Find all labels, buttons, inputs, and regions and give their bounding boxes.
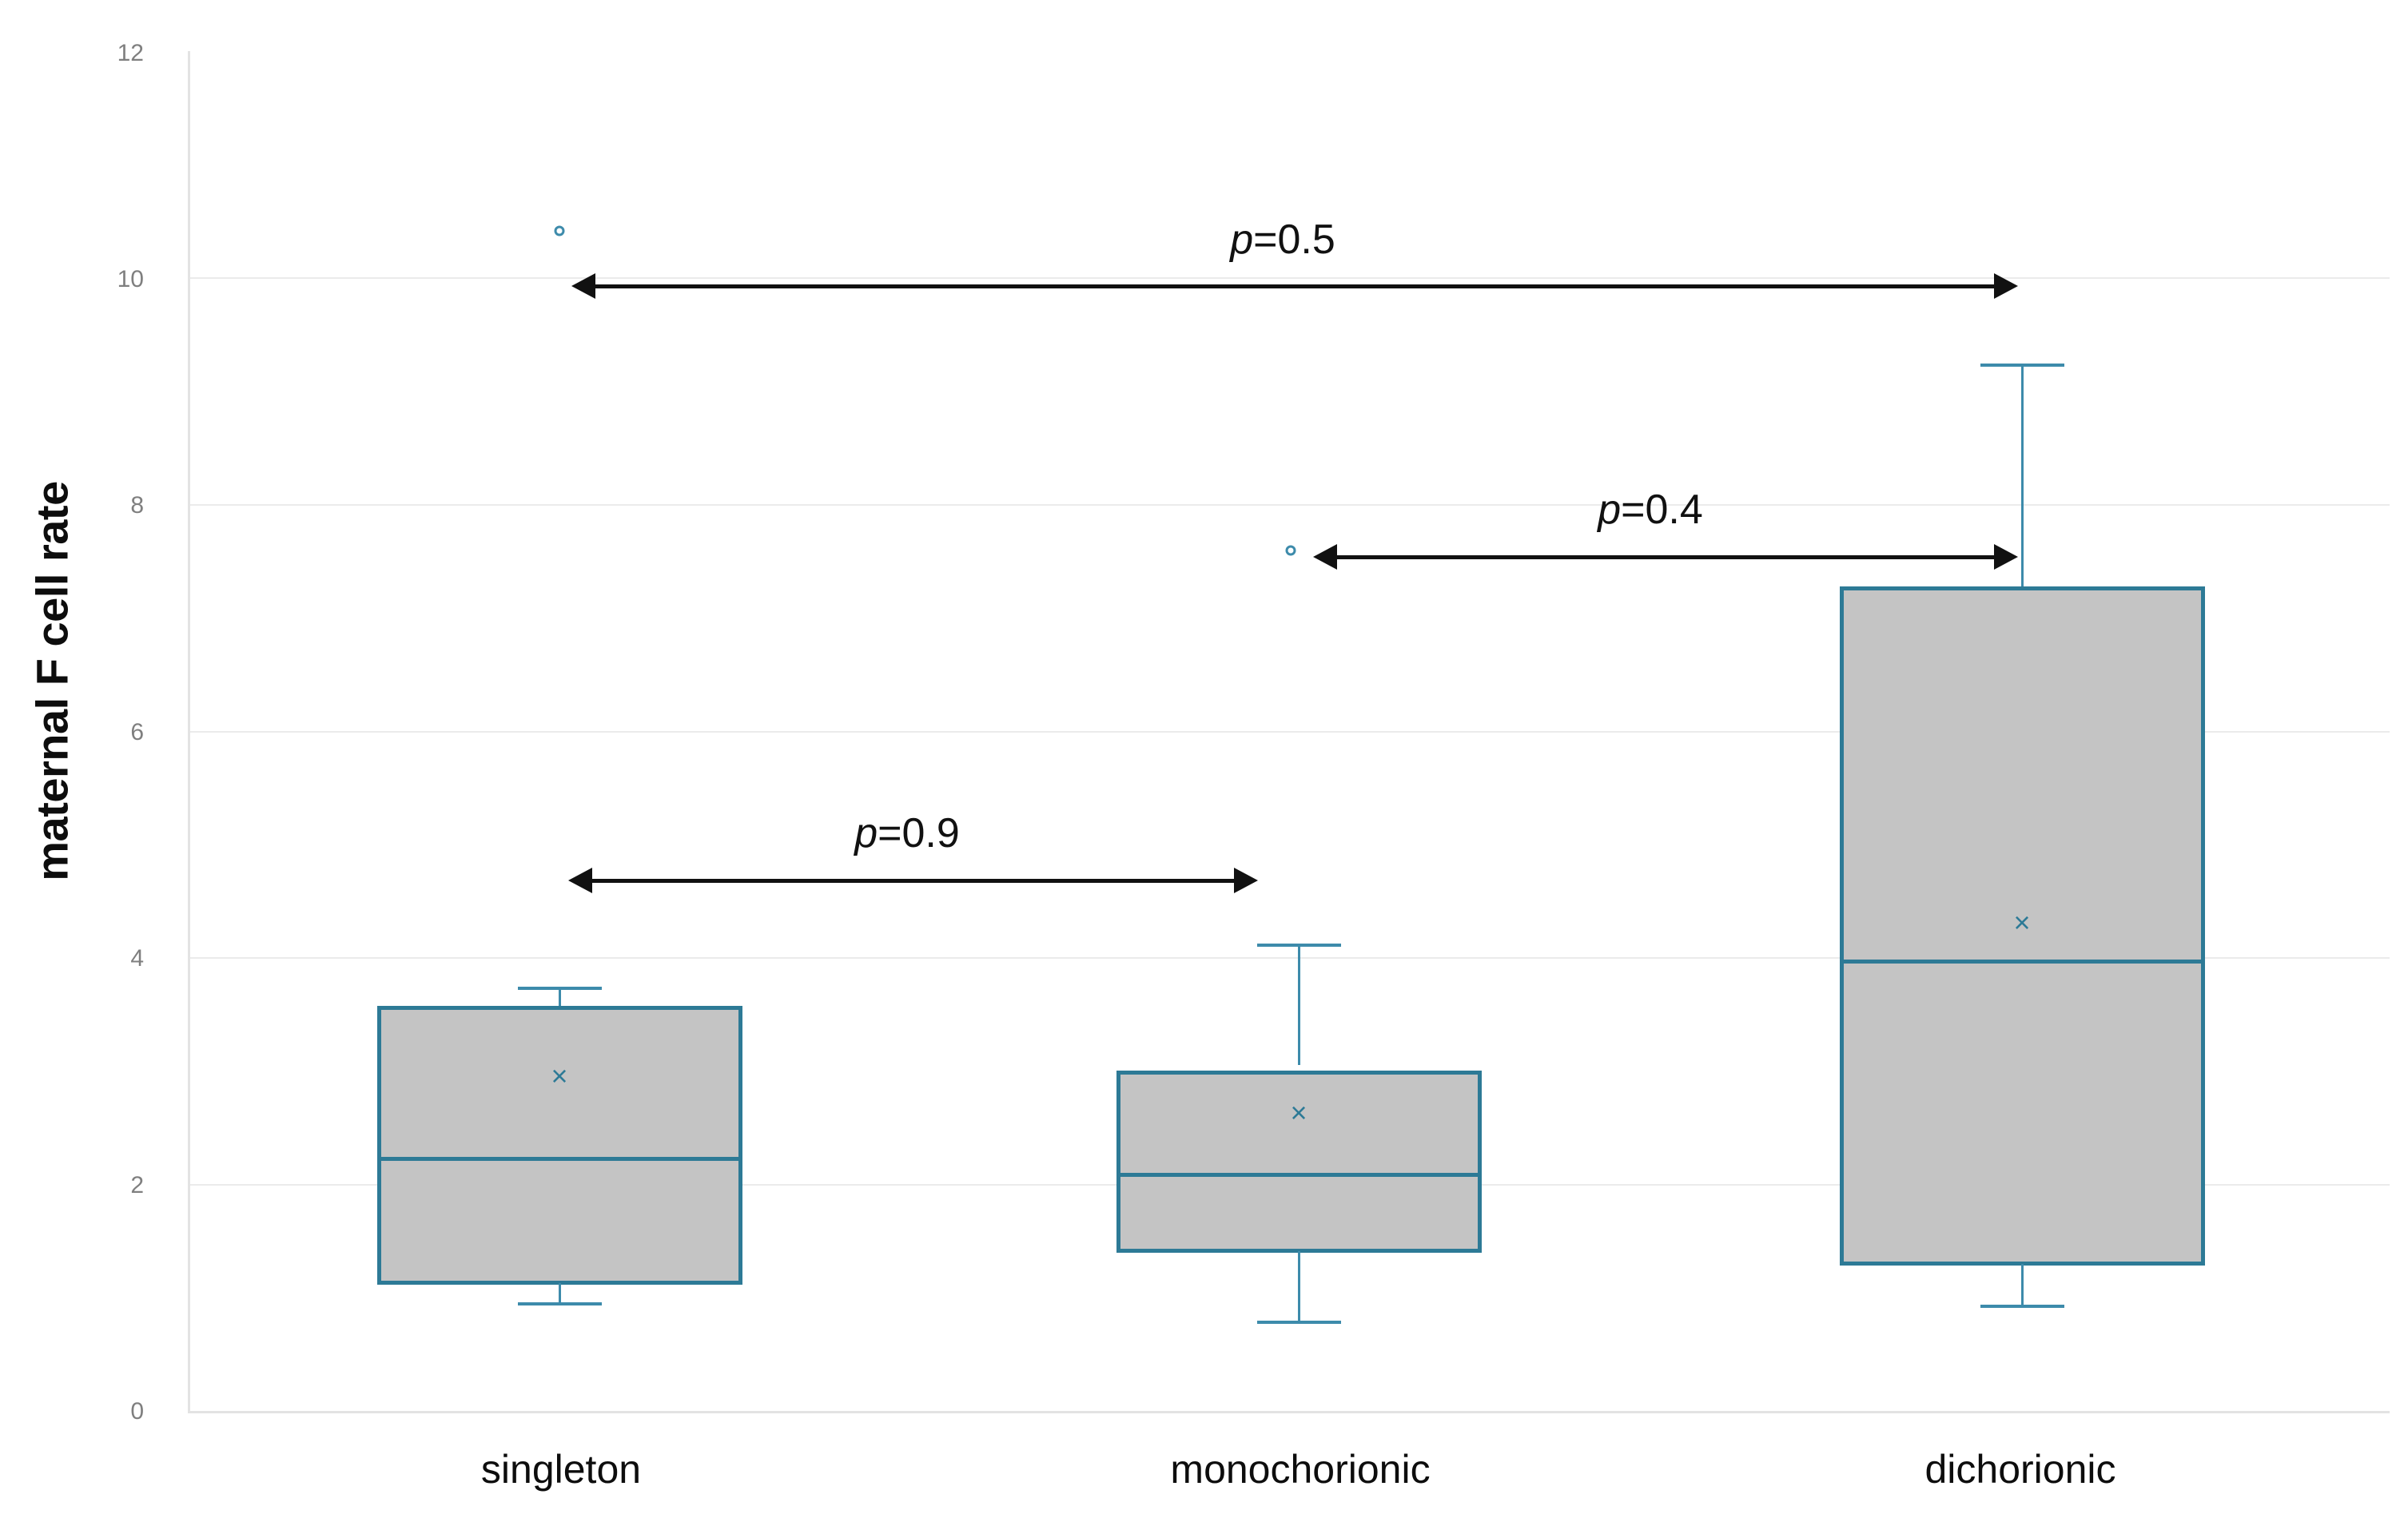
gridline-10 xyxy=(188,277,2390,279)
median-line-monochorionic xyxy=(1116,1173,1482,1177)
mean-marker-singleton: × xyxy=(551,1059,568,1092)
box-edge-top-dichorionic xyxy=(1840,586,2205,590)
median-line-dichorionic xyxy=(1840,960,2205,964)
y-tick-label-0: 0 xyxy=(130,1398,144,1425)
sig-bar-p09 xyxy=(576,879,1242,883)
x-category-label-singleton: singleton xyxy=(480,1447,642,1492)
whisker-cap-lower-singleton xyxy=(518,1302,602,1305)
sig-arrowhead-right-p09 xyxy=(1234,868,1258,893)
sig-label-p05-prefix: p xyxy=(1230,217,1254,263)
box-edge-top-monochorionic xyxy=(1116,1071,1482,1075)
box-fill-dichorionic xyxy=(1840,588,2205,1264)
x-category-label-dichorionic: dichorionic xyxy=(1924,1447,2116,1492)
whisker-stem-lower-singleton xyxy=(559,1283,561,1304)
box-fill-singleton xyxy=(377,1007,742,1283)
sig-arrowhead-left-p04 xyxy=(1313,544,1337,570)
mean-marker-dichorionic: × xyxy=(2013,906,2031,939)
sig-arrowhead-left-p05 xyxy=(571,273,595,299)
gridline-4 xyxy=(188,957,2390,959)
box-edge-left-singleton xyxy=(377,1006,381,1285)
y-tick-label-4: 4 xyxy=(130,945,144,972)
mean-marker-monochorionic: × xyxy=(1290,1096,1307,1129)
box-edge-bottom-dichorionic xyxy=(1840,1262,2205,1266)
y-tick-label-8: 8 xyxy=(130,492,144,519)
box-edge-bottom-singleton xyxy=(377,1281,742,1285)
box-edge-bottom-monochorionic xyxy=(1116,1249,1482,1253)
sig-label-p09-suffix: =0.9 xyxy=(878,810,960,856)
x-category-label-monochorionic: monochorionic xyxy=(1170,1447,1431,1492)
whisker-stem-upper-singleton xyxy=(559,988,561,1008)
sig-arrowhead-left-p09 xyxy=(568,868,592,893)
x-axis-line xyxy=(188,1411,2390,1413)
y-tick-label-12: 12 xyxy=(117,40,144,66)
whisker-cap-lower-dichorionic xyxy=(1980,1305,2064,1308)
y-axis-title: maternal F cell rate xyxy=(26,481,78,881)
gridline-8 xyxy=(188,504,2390,506)
y-tick-label-6: 6 xyxy=(130,719,144,745)
sig-label-p05: p=0.5 xyxy=(1230,216,1335,264)
box-edge-left-dichorionic xyxy=(1840,586,1844,1266)
sig-label-p09-prefix: p xyxy=(854,810,878,856)
box-edge-right-singleton xyxy=(738,1006,742,1285)
y-tick-label-10: 10 xyxy=(117,266,144,292)
box-edge-right-monochorionic xyxy=(1478,1071,1482,1253)
sig-label-p05-suffix: =0.5 xyxy=(1253,217,1335,263)
box-fill-monochorionic xyxy=(1116,1072,1482,1251)
sig-arrowhead-right-p04 xyxy=(1994,544,2018,570)
y-tick-label-2: 2 xyxy=(130,1172,144,1198)
whisker-stem-upper-monochorionic xyxy=(1298,944,1300,1065)
box-edge-left-monochorionic xyxy=(1116,1071,1120,1253)
gridline-6 xyxy=(188,731,2390,733)
sig-bar-p04 xyxy=(1321,555,2002,559)
sig-label-p04-prefix: p xyxy=(1598,487,1622,533)
whisker-stem-upper-dichorionic xyxy=(2021,364,2024,588)
y-axis-line xyxy=(188,51,190,1413)
whisker-stem-lower-dichorionic xyxy=(2021,1264,2024,1305)
outlier-point-singleton xyxy=(554,225,565,236)
box-edge-top-singleton xyxy=(377,1006,742,1010)
median-line-singleton xyxy=(377,1157,742,1161)
sig-label-p09: p=0.9 xyxy=(854,809,960,857)
sig-label-p04-suffix: =0.4 xyxy=(1621,487,1703,533)
sig-arrowhead-right-p05 xyxy=(1994,273,2018,299)
sig-label-p04: p=0.4 xyxy=(1598,486,1703,534)
whisker-cap-lower-monochorionic xyxy=(1257,1321,1341,1324)
sig-bar-p05 xyxy=(579,284,2002,288)
outlier-point-monochorionic xyxy=(1285,545,1296,556)
whisker-stem-lower-monochorionic xyxy=(1298,1251,1300,1321)
box-edge-right-dichorionic xyxy=(2201,586,2205,1266)
